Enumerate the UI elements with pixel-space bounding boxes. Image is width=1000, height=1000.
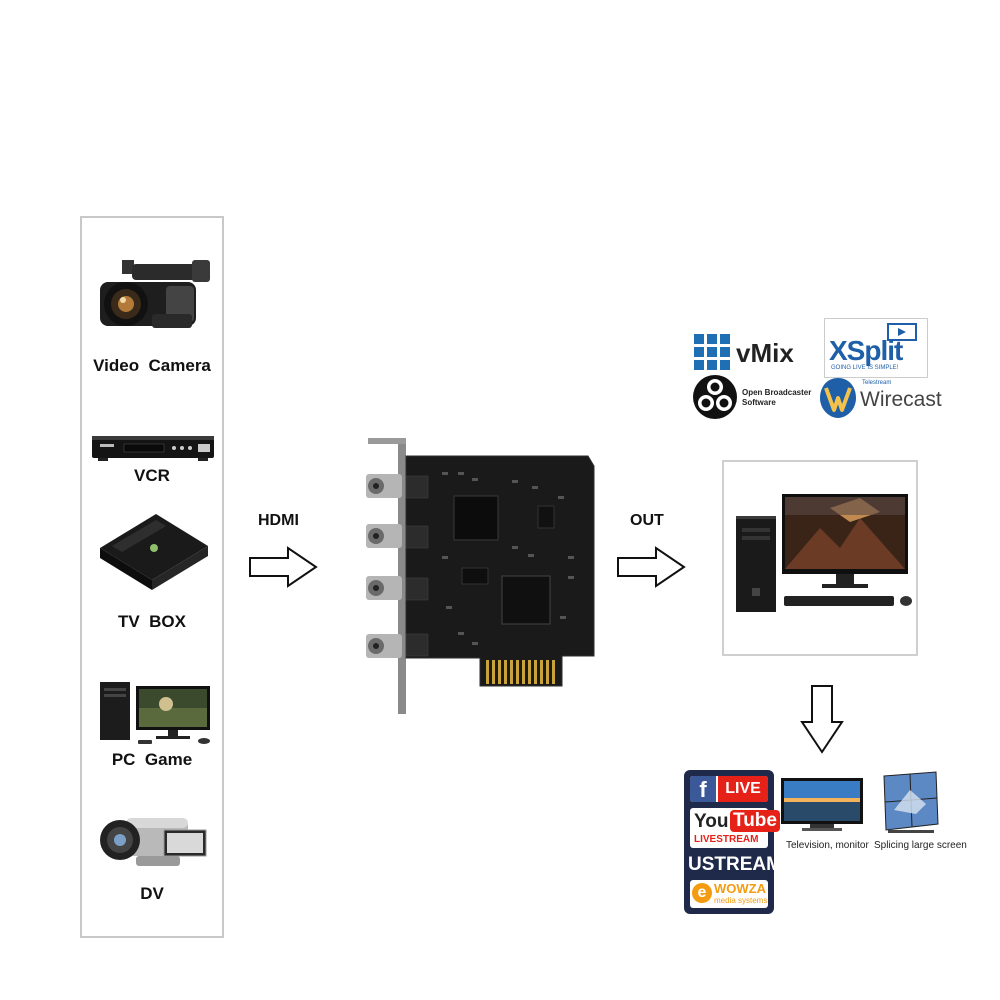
wowza-logo: e WOWZA media systems: [690, 880, 768, 908]
wirecast-icon: [820, 378, 856, 418]
vmix-grid-icon: [694, 334, 730, 370]
obs-line1: Open Broadcaster: [742, 388, 812, 397]
television-icon: [781, 778, 863, 831]
arrow-down-icon: [800, 685, 844, 754]
xsplit-text: XSplit: [829, 335, 903, 366]
xsplit-logo: XSplit GOING LIVE IS SIMPLE!: [824, 318, 928, 378]
desktop-computer-icon: [736, 494, 912, 612]
facebook-icon: f: [690, 776, 716, 802]
dv-camcorder-icon: [100, 818, 207, 866]
computer-frame: [722, 460, 918, 656]
obs-line2: Software: [742, 398, 776, 407]
facebook-live-text: LIVE: [718, 776, 768, 802]
youtube-live-logo: You Tube LIVESTREAM: [690, 808, 780, 848]
source-label: Video Camera: [93, 356, 211, 375]
wowza-sub-text: media systems: [714, 896, 768, 905]
source-label: PC Game: [111, 750, 193, 769]
source-label: DV: [140, 884, 164, 903]
splice-caption: Splicing large screen: [874, 840, 967, 851]
vcr-icon: [92, 436, 214, 461]
out-label: OUT: [630, 512, 664, 529]
video-wall-icon: [883, 771, 939, 833]
arrow-right-icon: [249, 546, 318, 588]
source-label: VCR: [134, 466, 170, 485]
facebook-live-logo: f LIVE: [690, 776, 768, 802]
tv-box-icon: [100, 514, 208, 590]
vmix-text: vMix: [736, 338, 794, 368]
vmix-logo: vMix: [694, 332, 814, 372]
source-label: TV BOX: [117, 612, 186, 631]
streaming-platforms-logo: f LIVE You Tube LIVESTREAM USTREAM e WOW…: [684, 770, 782, 914]
wirecast-text: Wirecast: [860, 388, 942, 411]
tv-caption: Television, monitor: [786, 840, 869, 851]
wowza-icon: e: [692, 883, 712, 903]
hdmi-label: HDMI: [258, 512, 299, 529]
video-camera-icon: [100, 260, 210, 328]
obs-logo: Open Broadcaster Software: [692, 374, 818, 422]
pc-game-icon: [100, 682, 210, 744]
source-devices-panel: Video Camera VCR TV BOX PC Game: [80, 216, 224, 938]
youtube-you-text: You: [694, 811, 729, 832]
xsplit-tagline: GOING LIVE IS SIMPLE!: [831, 365, 899, 371]
wirecast-top-text: Telestream: [862, 380, 892, 386]
capture-card-image: [366, 438, 595, 714]
obs-icon: [693, 375, 737, 419]
youtube-tube-text: Tube: [730, 810, 780, 832]
wowza-text: WOWZA: [714, 881, 766, 896]
arrow-right-icon: [617, 546, 686, 588]
xsplit-play-icon: [887, 323, 917, 341]
ustream-text: USTREAM: [688, 854, 782, 875]
wirecast-logo: Telestream Wirecast: [818, 374, 942, 424]
youtube-livestream-text: LIVESTREAM: [694, 834, 759, 845]
